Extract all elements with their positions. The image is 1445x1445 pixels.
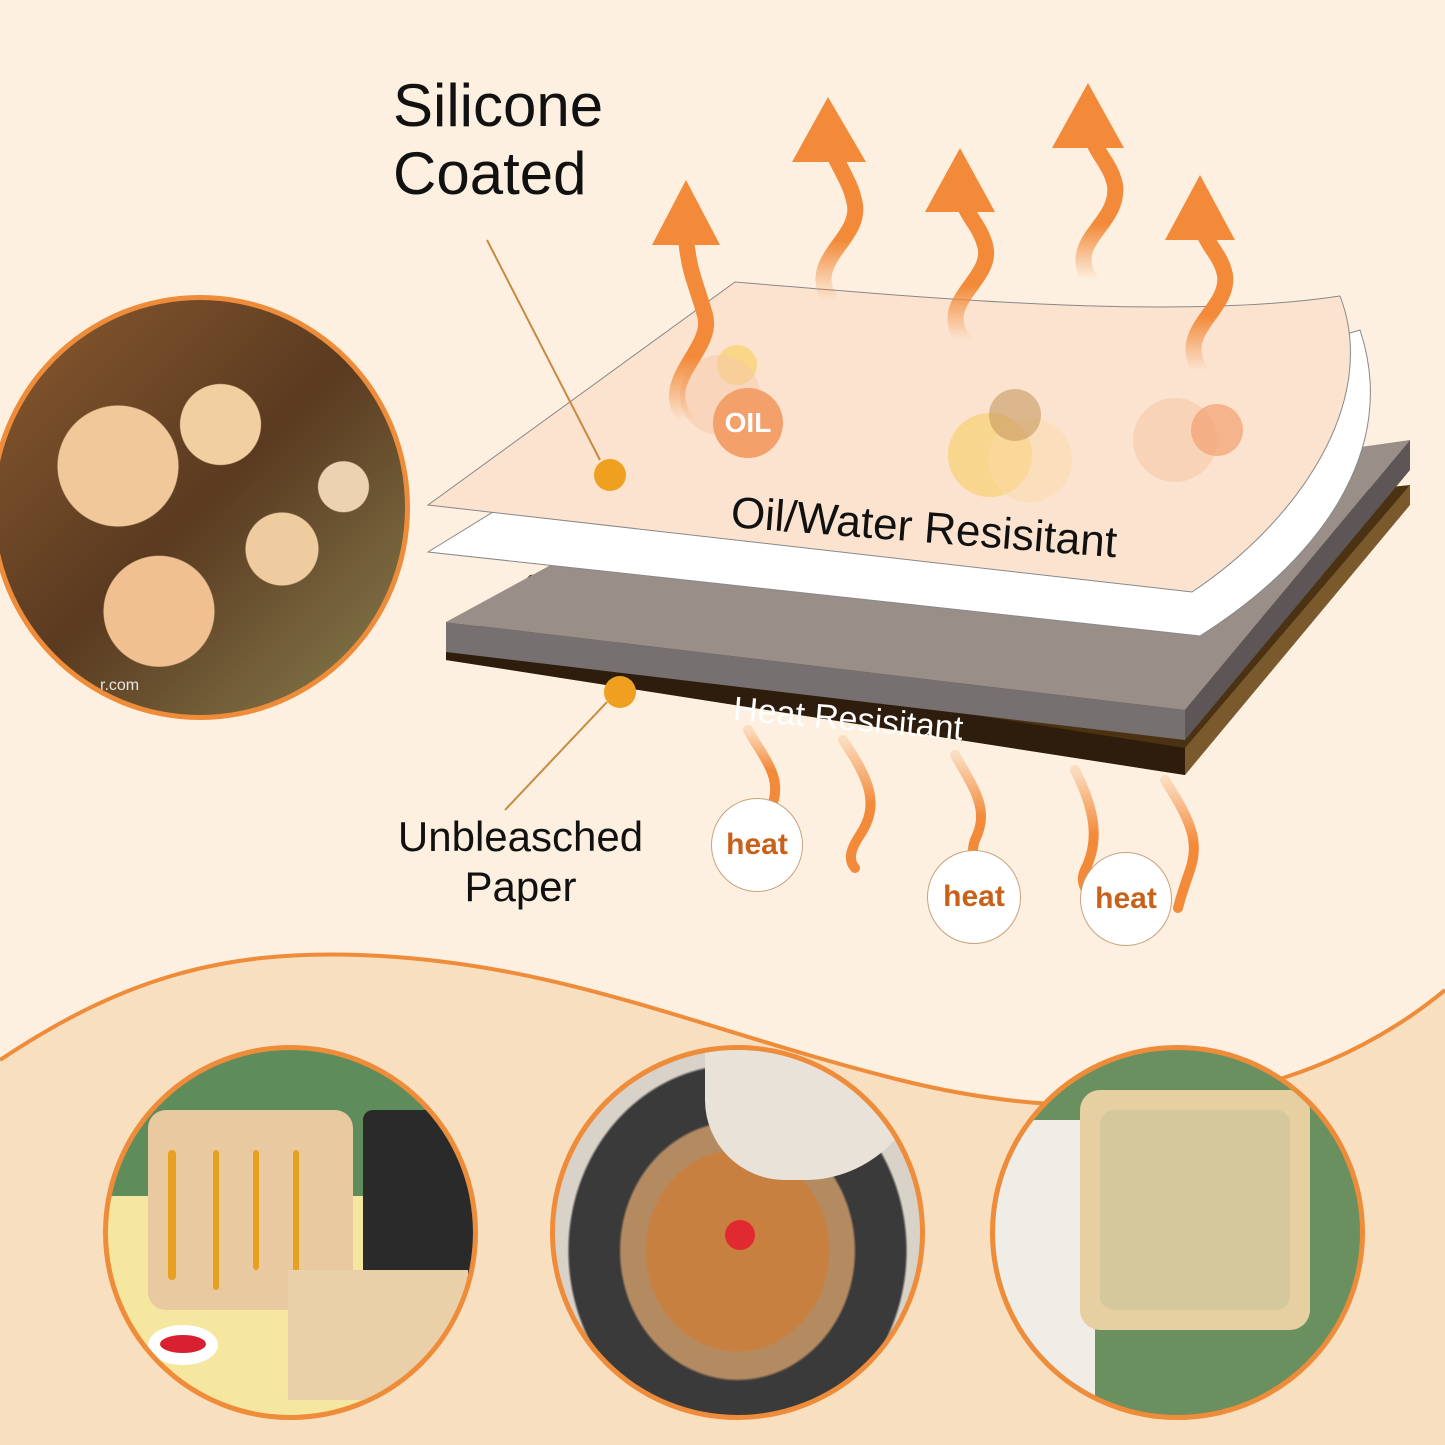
heat-badge-1: heat: [711, 798, 803, 892]
silicone-top-layer: [426, 281, 1351, 593]
unbleached-paper-label: Unbleasched Paper: [378, 812, 663, 912]
arrow-heads: [652, 83, 1235, 245]
oil-badge: OIL: [713, 388, 783, 458]
unbleached-line1: Unbleasched: [397, 813, 644, 860]
photo-chicken-airfryer: [550, 1045, 925, 1420]
silicone-line2: Coated: [393, 140, 587, 207]
photo-oil-liner: [103, 1045, 478, 1420]
logs-photo: r.com: [0, 295, 410, 720]
silicone-coated-label: Silicone Coated: [393, 72, 603, 208]
watermark-text: r.com: [100, 677, 140, 694]
silicone-line1: Silicone: [393, 72, 604, 139]
unbleached-line2: Paper: [464, 863, 577, 910]
heat-badge-2: heat: [927, 850, 1021, 944]
heat-badge-3: heat: [1080, 852, 1172, 946]
photo-water-liner: [990, 1045, 1365, 1420]
